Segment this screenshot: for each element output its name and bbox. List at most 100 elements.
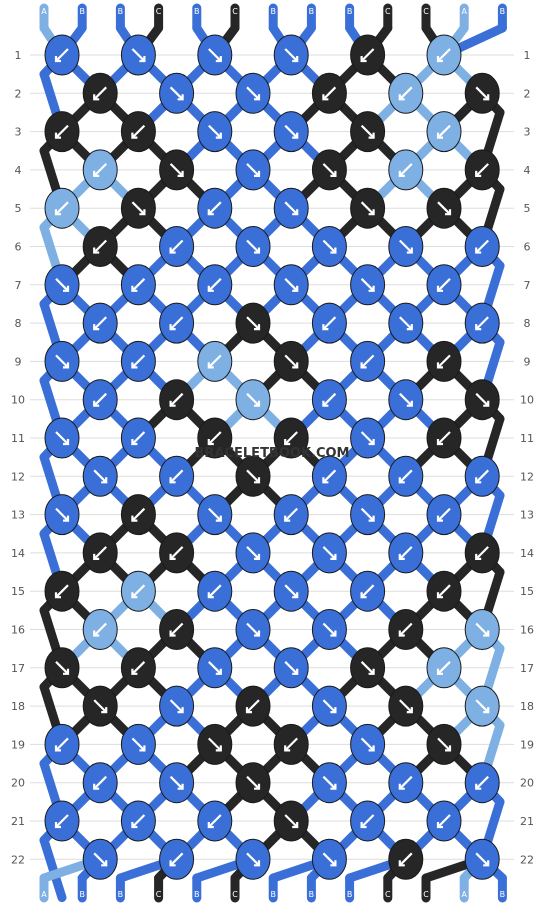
knot xyxy=(197,647,233,689)
knot-arrowhead-icon xyxy=(63,515,70,522)
knot-arrowhead-icon xyxy=(54,132,61,139)
knot-arrow-icon xyxy=(399,469,413,484)
knot xyxy=(464,762,500,804)
knot-arrowhead-icon xyxy=(169,477,176,484)
knot xyxy=(120,264,156,306)
knot xyxy=(464,72,500,114)
knot-arrow-icon xyxy=(322,316,337,330)
knot-arrow-icon xyxy=(399,546,413,560)
knot xyxy=(82,379,118,421)
knot-arrow-icon xyxy=(93,316,107,330)
knot-arrowhead-icon xyxy=(398,477,405,484)
knot-arrow-icon xyxy=(93,469,107,484)
knot xyxy=(388,455,424,497)
knot-arrow-icon xyxy=(360,507,375,522)
row-number-right: 16 xyxy=(520,624,534,637)
knot-arrowhead-icon xyxy=(292,362,299,369)
knot-arrow-icon xyxy=(437,814,451,828)
knot-arrowhead-icon xyxy=(398,860,405,867)
knot-arrowhead-icon xyxy=(207,439,214,446)
knot xyxy=(388,762,424,804)
knot-arrowhead-icon xyxy=(483,94,490,101)
knot xyxy=(273,723,309,765)
knot-arrowhead-icon xyxy=(245,707,252,714)
knot-arrow-icon xyxy=(475,775,489,790)
knot xyxy=(159,455,195,497)
knot-arrowhead-icon xyxy=(360,822,367,829)
knot-arrowhead-icon xyxy=(54,745,61,752)
knot-arrowhead-icon xyxy=(406,247,413,254)
knot xyxy=(464,532,500,574)
knot xyxy=(273,494,309,536)
knot-arrowhead-icon xyxy=(360,56,367,63)
knot-arrow-icon xyxy=(437,507,451,522)
knot-arrow-icon xyxy=(475,546,489,560)
knot-arrow-icon xyxy=(93,86,107,101)
bottom-string-label: C xyxy=(423,890,429,899)
row-number-left: 1 xyxy=(15,49,22,62)
knot xyxy=(426,647,462,689)
knot xyxy=(44,340,80,382)
knot xyxy=(197,264,233,306)
row-number-right: 22 xyxy=(520,853,534,866)
knot-arrow-icon xyxy=(246,852,260,867)
knot-arrow-icon xyxy=(360,48,375,62)
knot-arrowhead-icon xyxy=(360,592,367,599)
knot xyxy=(350,340,386,382)
knot-arrowhead-icon xyxy=(436,439,443,446)
bottom-string-label: C xyxy=(156,890,162,899)
knot-arrow-icon xyxy=(246,622,260,637)
row-number-left: 13 xyxy=(11,509,25,522)
row-number-right: 8 xyxy=(524,317,531,330)
knot-arrowhead-icon xyxy=(93,94,100,101)
knot xyxy=(235,838,271,880)
knot-arrowhead-icon xyxy=(368,439,375,446)
knot xyxy=(426,570,462,612)
knot xyxy=(426,34,462,76)
knot xyxy=(197,187,233,229)
knot-arrowhead-icon xyxy=(93,324,100,331)
knot xyxy=(159,226,195,267)
knot-arrow-icon xyxy=(322,469,337,484)
knot-arrow-icon xyxy=(208,124,222,139)
knot-arrow-icon xyxy=(208,354,222,369)
knot-arrowhead-icon xyxy=(177,783,184,790)
knot-arrow-icon xyxy=(131,737,146,752)
knot-arrowhead-icon xyxy=(139,745,146,752)
knot-arrowhead-icon xyxy=(330,247,337,254)
knot-arrow-icon xyxy=(208,814,222,828)
knot xyxy=(350,494,386,536)
knot-arrowhead-icon xyxy=(436,515,443,522)
knot xyxy=(388,302,424,344)
knot xyxy=(235,149,271,191)
knot-arrow-icon xyxy=(475,316,489,330)
knot-arrowhead-icon xyxy=(54,822,61,829)
knot-arrow-icon xyxy=(169,86,184,101)
knot-arrow-icon xyxy=(360,584,375,598)
knot-arrowhead-icon xyxy=(360,362,367,369)
knot-arrow-icon xyxy=(55,278,69,292)
knot-arrowhead-icon xyxy=(330,630,337,637)
knot-arrowhead-icon xyxy=(436,592,443,599)
knot xyxy=(235,455,271,497)
knot xyxy=(350,417,386,459)
row-number-right: 20 xyxy=(520,777,534,790)
knot-arrow-icon xyxy=(284,201,298,215)
knot xyxy=(120,647,156,689)
knot xyxy=(82,455,118,497)
knot-arrowhead-icon xyxy=(436,822,443,829)
knot xyxy=(197,34,233,76)
knot xyxy=(350,264,386,306)
knot-arrow-icon xyxy=(284,814,298,828)
knot-arrow-icon xyxy=(437,48,451,62)
knot-arrow-icon xyxy=(55,48,69,62)
knot xyxy=(120,111,156,153)
knot-arrow-icon xyxy=(322,775,337,790)
knot-arrow-icon xyxy=(55,354,69,369)
knot-arrow-icon xyxy=(131,507,146,522)
knot-arrow-icon xyxy=(131,124,146,139)
knot xyxy=(82,685,118,727)
bottom-string-label: B xyxy=(118,890,124,899)
knot-arrow-icon xyxy=(93,163,107,177)
